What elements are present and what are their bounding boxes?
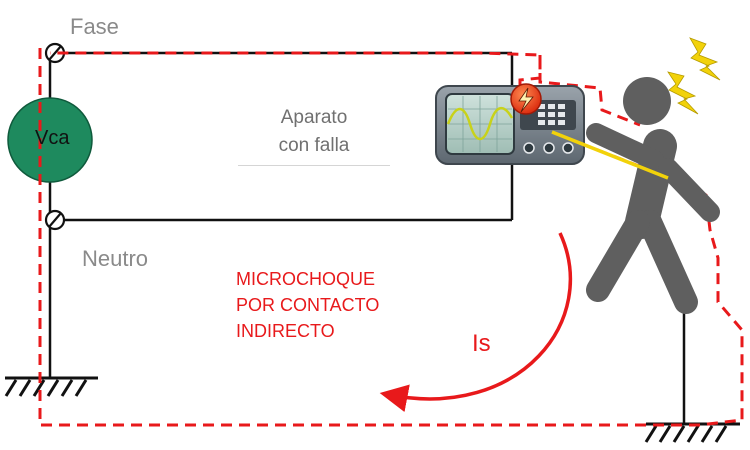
person-head [623, 77, 671, 125]
oscilloscope-monitor-icon [435, 85, 585, 165]
touch-wire [551, 130, 669, 180]
phase-label: Fase [70, 14, 119, 39]
microshock-line1: MICROCHOQUE [236, 269, 375, 289]
ac-voltage-source-icon [7, 97, 93, 183]
neutral-label: Neutro [82, 246, 149, 271]
terminal-connector-icon [44, 42, 66, 64]
lightning-bolt-icon [667, 37, 721, 115]
device-label: Aparato con falla [238, 104, 390, 160]
device-label-line2: con falla [278, 135, 350, 156]
current-label: Is [472, 330, 491, 357]
ground-icon [4, 376, 98, 397]
microshock-line2: POR CONTACTO [236, 295, 380, 315]
device-label-line1: Aparato [280, 107, 348, 128]
terminal-connector-icon [44, 209, 66, 231]
current-direction-arrow [379, 232, 572, 413]
device-label-divider [238, 165, 390, 166]
ground-icon [644, 422, 740, 443]
microshock-line3: INDIRECTO [236, 321, 335, 341]
electric-fault-badge-icon [510, 83, 542, 115]
person-walking-icon [586, 123, 720, 314]
source-label: Vca [35, 127, 70, 149]
fault-current-path [538, 55, 641, 127]
microshock-label: MICROCHOQUE POR CONTACTO INDIRECTO [236, 266, 379, 344]
